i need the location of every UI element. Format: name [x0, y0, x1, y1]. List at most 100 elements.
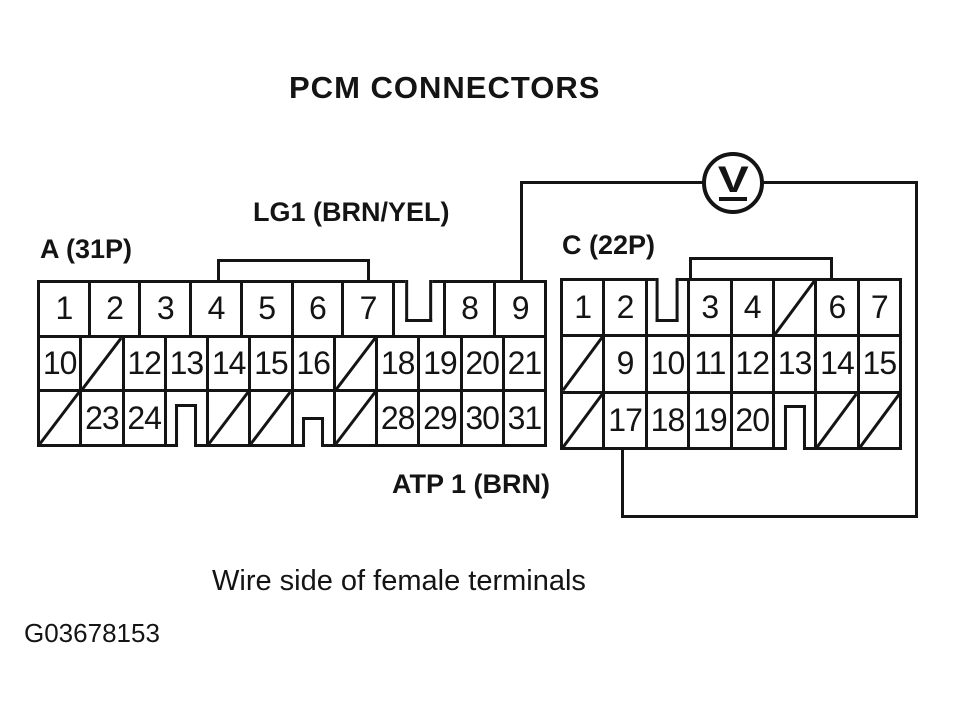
- blocked-cavity-cell: [248, 392, 290, 445]
- voltmeter-v-glyph: V: [717, 159, 749, 201]
- blocked-cavity-cell: [814, 393, 856, 447]
- voltmeter-underline: [719, 196, 747, 201]
- pin-c10: 10: [644, 337, 687, 391]
- blocked-cavity-cell: [563, 337, 602, 390]
- pin-a16: 16: [290, 337, 333, 390]
- pin-c9: 9: [602, 337, 644, 391]
- figure-id: G03678153: [24, 618, 160, 648]
- blocked-cavity-cell: [79, 337, 121, 390]
- wire-meter-right-horizontal: [762, 181, 918, 184]
- bracket-atp1: [689, 257, 833, 281]
- pin-a1: 1: [55, 290, 73, 327]
- pin-c19: 19: [687, 393, 729, 447]
- pin-c1: 1: [574, 289, 592, 326]
- index-notch: [656, 278, 679, 322]
- pin-c4: 4: [729, 281, 772, 335]
- pin-a31: 31: [501, 392, 544, 445]
- pin-a5: 5: [239, 283, 291, 335]
- connector-c-label: C (22P): [562, 230, 656, 260]
- blocked-cavity-cell: [856, 393, 899, 447]
- index-notch-cell: [391, 280, 443, 335]
- pin-a28: 28: [375, 392, 417, 445]
- pin-c13: 13: [771, 337, 814, 391]
- diagonal-slash-icon: [817, 394, 856, 447]
- keyway-slot: [783, 405, 806, 450]
- voltmeter-symbol-circle: V: [702, 152, 764, 214]
- pin-c14: 14: [814, 337, 856, 391]
- diagonal-slash-icon: [209, 392, 248, 444]
- keyway-cell: [163, 392, 206, 448]
- keyway-cell: [290, 392, 333, 448]
- pin-c17: 17: [602, 393, 644, 447]
- pin-c20: 20: [729, 393, 772, 447]
- diagonal-slash-icon: [860, 394, 899, 447]
- label-lg1-wire: LG1 (BRN/YEL): [253, 197, 450, 227]
- connector-a-label: A (31P): [40, 234, 133, 264]
- pin-c11: 11: [687, 337, 729, 391]
- pin-a30: 30: [459, 392, 502, 445]
- pin-a9: 9: [493, 283, 544, 335]
- caption-wire-side: Wire side of female terminals: [212, 565, 586, 597]
- blocked-cavity-cell: [332, 337, 375, 390]
- pin-a6: 6: [290, 283, 342, 335]
- pin-a12: 12: [121, 337, 164, 390]
- diagonal-slash-icon: [251, 392, 290, 444]
- diagonal-slash-icon: [82, 338, 121, 390]
- diagonal-slash-icon: [336, 338, 375, 390]
- pin-a13: 13: [163, 337, 206, 390]
- pin-c15: 15: [856, 337, 899, 391]
- pin-a2: 2: [87, 283, 139, 335]
- pin-a19: 19: [417, 337, 459, 390]
- blocked-cavity-cell: [563, 394, 602, 447]
- pin-a4: 4: [189, 283, 240, 335]
- index-notch: [404, 280, 433, 323]
- pin-a21: 21: [501, 337, 544, 390]
- wire-to-pin-a9-vertical: [520, 181, 523, 281]
- wire-bottom-horizontal: [622, 515, 918, 518]
- pin-a14: 14: [206, 337, 248, 390]
- blocked-cavity-cell: [771, 281, 814, 335]
- pin-a24: 24: [121, 392, 164, 445]
- pin-c7: 7: [856, 281, 899, 335]
- wire-from-pin-c17-vertical: [621, 449, 624, 518]
- wire-meter-left-horizontal: [522, 181, 704, 184]
- pin-a8: 8: [442, 283, 494, 335]
- pin-a15: 15: [248, 337, 290, 390]
- diagonal-slash-icon: [40, 392, 79, 444]
- label-atp1-wire: ATP 1 (BRN): [392, 469, 551, 499]
- blocked-cavity-cell: [206, 392, 248, 445]
- blocked-cavity-cell: [40, 392, 79, 444]
- blocked-cavity-cell: [332, 392, 375, 445]
- pin-a23: 23: [79, 392, 121, 445]
- diagonal-slash-icon: [563, 337, 602, 390]
- page-title: PCM CONNECTORS: [289, 70, 601, 105]
- pin-c3: 3: [687, 281, 729, 335]
- pin-c12: 12: [729, 337, 772, 391]
- pin-c18: 18: [644, 393, 687, 447]
- diagonal-slash-icon: [775, 281, 814, 334]
- keyway-cell: [771, 393, 814, 450]
- pin-a18: 18: [375, 337, 417, 390]
- diagonal-slash-icon: [563, 394, 602, 447]
- bracket-lg1: [217, 259, 370, 283]
- keyway-slot: [302, 417, 325, 448]
- pin-a3: 3: [138, 283, 189, 335]
- pin-a10: 10: [42, 345, 78, 381]
- index-notch-cell: [644, 278, 687, 335]
- pin-c2: 2: [602, 281, 644, 335]
- pin-a7: 7: [341, 283, 392, 335]
- wire-right-side-vertical: [915, 181, 918, 518]
- pin-a29: 29: [417, 392, 459, 445]
- pin-c6: 6: [814, 281, 856, 335]
- pin-a20: 20: [459, 337, 502, 390]
- diagonal-slash-icon: [336, 392, 375, 444]
